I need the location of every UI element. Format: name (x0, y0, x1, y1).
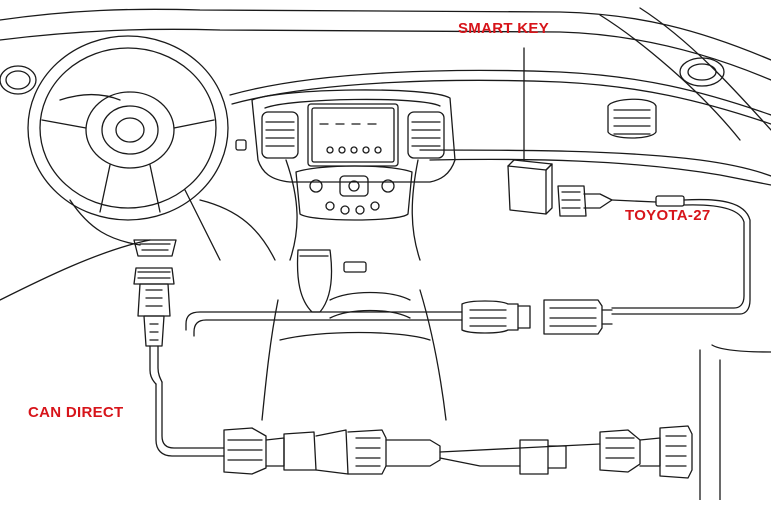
obd-port-icon (133, 239, 177, 257)
windshield-frame (0, 7, 771, 141)
steering-column (69, 189, 221, 261)
smart-key-box-icon (507, 47, 553, 215)
toyota-27-label: TOYOTA-27 (625, 207, 711, 224)
gear-shifter (261, 249, 447, 421)
smart-key-label: SMART KEY (458, 20, 550, 37)
left-speaker-icon (0, 65, 37, 95)
toyota-27-connector-icon (557, 185, 751, 315)
obd-cable (133, 267, 225, 457)
inline-connector-pair-icon (185, 299, 613, 337)
dashboard (0, 69, 771, 301)
can-direct-adapter-chain (223, 425, 693, 479)
steering-wheel-icon (27, 35, 229, 221)
can-direct-label: CAN DIRECT (28, 404, 124, 421)
right-vent-icon (607, 57, 725, 139)
center-stack (235, 89, 456, 261)
door-panel (699, 344, 771, 501)
